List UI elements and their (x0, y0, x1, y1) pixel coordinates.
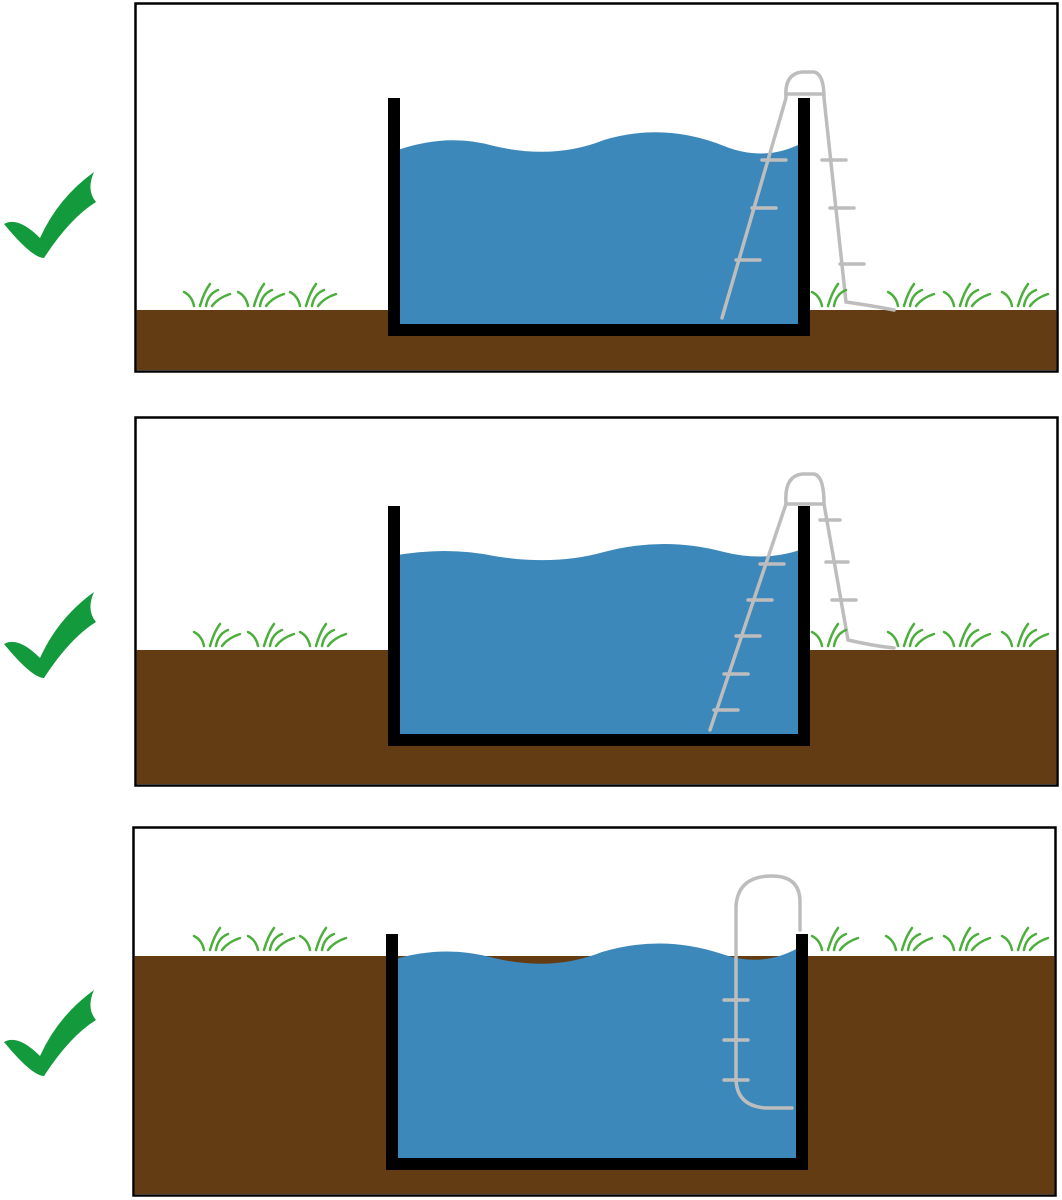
pool-water (392, 943, 800, 1160)
panel-in-ground-pool (132, 826, 1057, 1197)
panel-half-sunk-pool (134, 416, 1059, 787)
pool-wall (388, 98, 810, 336)
pool-water (392, 132, 802, 324)
pool-water (392, 544, 802, 738)
pool-ladder (720, 70, 896, 320)
pool-ladder (722, 874, 802, 1110)
grass-tuft-group (182, 282, 1050, 308)
pool-ladder (708, 472, 896, 732)
pool-wall (388, 506, 810, 746)
grass-tuft-group (192, 926, 1050, 952)
checkmark-icon-3 (4, 990, 96, 1076)
panel-above-ground-pool (134, 2, 1059, 373)
grass-tuft-group (192, 622, 1050, 648)
checkmark-icon-2 (4, 592, 96, 678)
pool-wall (386, 934, 808, 1170)
checkmark-icon-1 (4, 172, 96, 258)
